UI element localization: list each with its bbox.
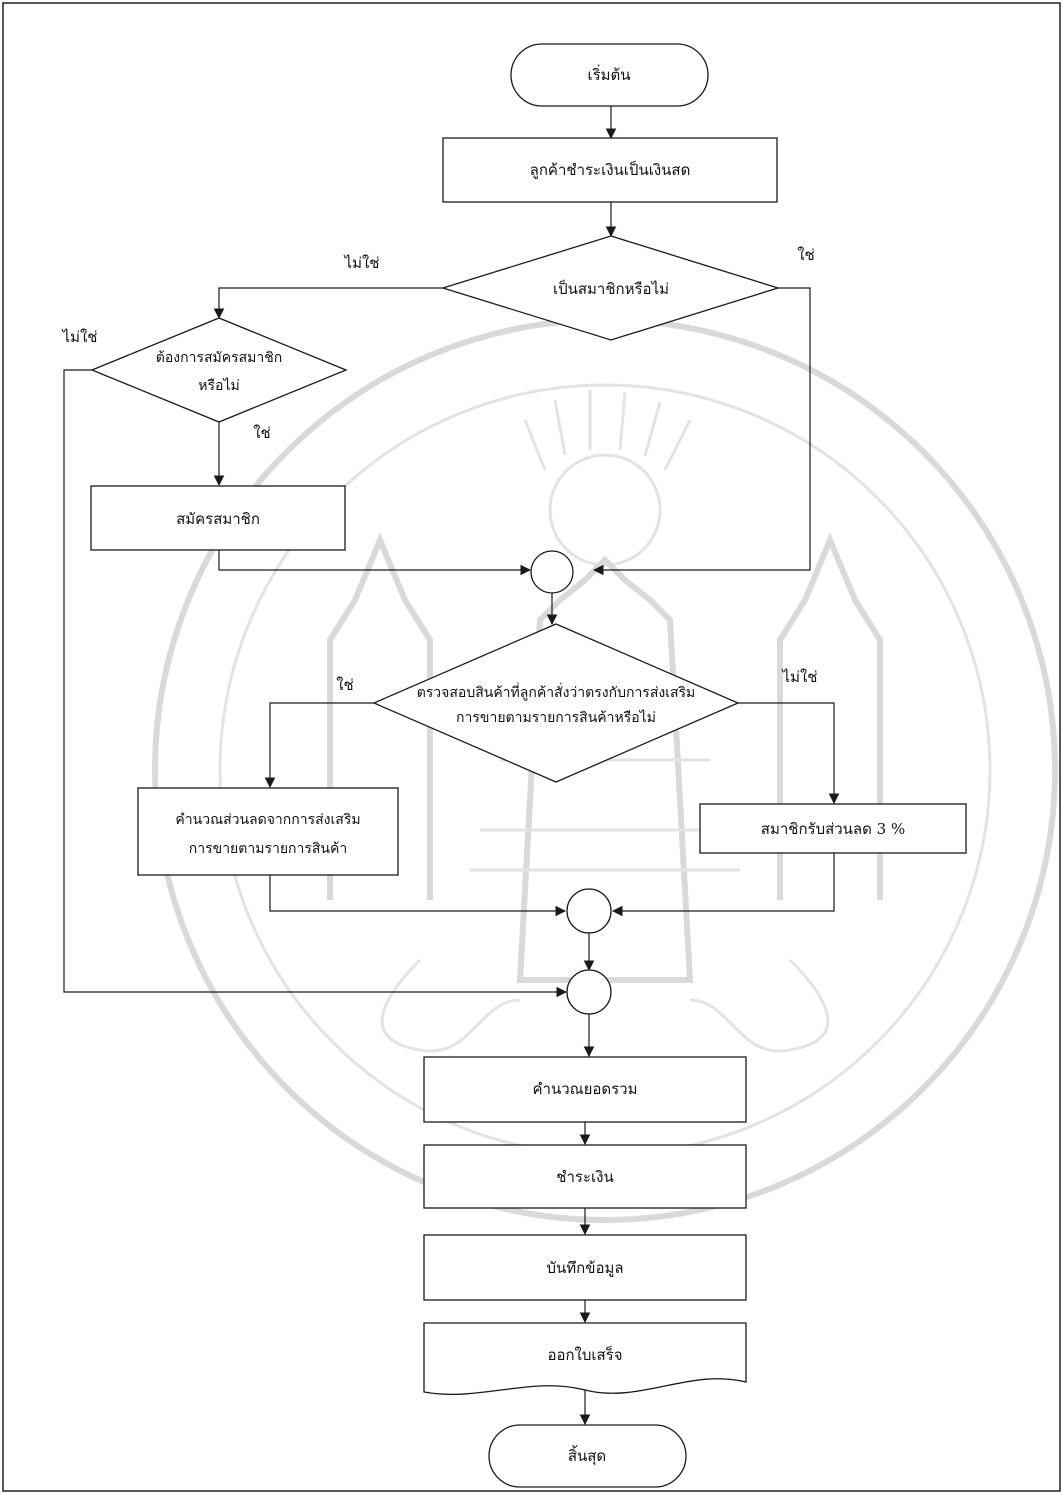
pay-label: ชำระเงิน [556, 1168, 613, 1186]
start-label: เริ่มต้น [587, 64, 630, 84]
promo-discount-process: คำนวณส่วนลดจากการส่งเสริม การขายตามรายกา… [137, 787, 399, 876]
merge-connector-1 [530, 550, 574, 594]
promo-check-label-line1: ตรวจสอบสินค้าที่ลูกค้าสั่งว่าตรงกับการส่… [417, 683, 696, 701]
save-data-label: บันทึกข้อมูล [546, 1259, 623, 1277]
connectors [63, 106, 840, 1426]
is-member-no-label: ไม่ใช่ [344, 254, 380, 272]
register-process: สมัครสมาชิก [90, 485, 346, 551]
cash-payment-process: ลูกค้าชำระเงินเป็นเงินสด [442, 137, 778, 203]
member-discount-process: สมาชิกรับส่วนลด 3 % [699, 803, 967, 854]
start-terminator: เริ่มต้น [510, 43, 709, 107]
want-register-yes-label: ใช่ [253, 424, 271, 442]
merge-connector-2 [566, 888, 612, 934]
is-member-label: เป็นสมาชิกหรือไม่ [553, 279, 669, 298]
register-label: สมัครสมาชิก [176, 510, 260, 528]
merge-connector-3 [566, 969, 612, 1015]
is-member-yes-label: ใช่ [797, 246, 815, 264]
want-register-decision: ต้องการสมัครสมาชิก หรือไม่ [90, 317, 348, 423]
promo-check-decision: ตรวจสอบสินค้าที่ลูกค้าสั่งว่าตรงกับการส่… [372, 623, 740, 783]
want-register-label-line2: หรือไม่ [198, 377, 239, 394]
promo-check-yes-label: ใช่ [336, 676, 354, 694]
pay-process: ชำระเงิน [423, 1144, 747, 1209]
receipt-label: ออกใบเสร็จ [547, 1345, 622, 1364]
want-register-no-label: ไม่ใช่ [62, 328, 98, 346]
is-member-decision: เป็นสมาชิกหรือไม่ [440, 235, 781, 341]
want-register-label-line1: ต้องการสมัครสมาชิก [156, 350, 282, 366]
save-data-process: บันทึกข้อมูล [423, 1234, 747, 1301]
end-label: สิ้นสุด [568, 1445, 606, 1466]
end-terminator: สิ้นสุด [488, 1424, 687, 1488]
receipt-document: ออกใบเสร็จ [423, 1322, 747, 1395]
promo-discount-label-line2: การขายตามรายการสินค้า [189, 841, 347, 857]
calc-total-process: คำนวณยอดรวม [423, 1056, 747, 1123]
cash-payment-label: ลูกค้าชำระเงินเป็นเงินสด [530, 160, 691, 179]
promo-check-label-line2: การขายตามรายการสินค้าหรือไม่ [456, 709, 656, 726]
calc-total-label: คำนวณยอดรวม [533, 1080, 638, 1098]
promo-discount-label-line1: คำนวณส่วนลดจากการส่งเสริม [175, 812, 360, 828]
member-discount-label: สมาชิกรับส่วนลด 3 % [761, 820, 905, 838]
promo-check-no-label: ไม่ใช่ [782, 668, 818, 686]
